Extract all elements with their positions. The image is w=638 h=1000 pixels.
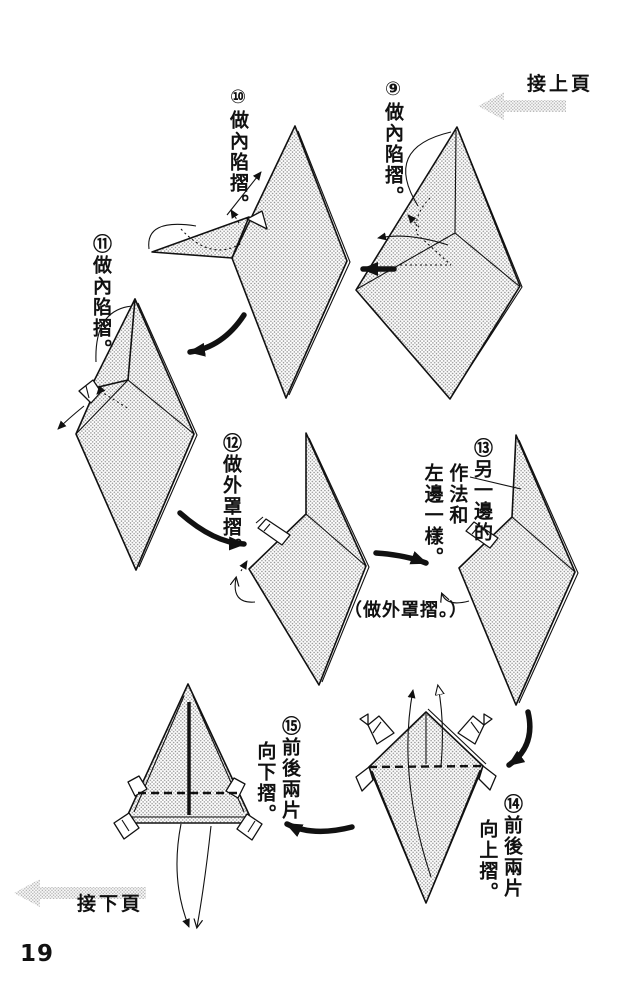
step-13-figure <box>442 434 579 706</box>
step-10-text: ⑩做內陷摺。 <box>227 86 249 215</box>
step-12-text: ⑫做外罩摺。 <box>220 433 242 559</box>
label-leader-line <box>469 476 522 490</box>
step-9-figure <box>355 126 523 400</box>
next-page-label: 接下頁 <box>77 893 144 915</box>
step-13-note: （做外罩摺。） <box>344 600 468 621</box>
fold-arrow <box>407 689 432 878</box>
transition-arrow-12-13 <box>373 550 429 566</box>
step-15-text-line1: ⑮前後兩片 <box>279 716 301 821</box>
step-12-figure <box>235 432 370 686</box>
step-14-figure <box>355 686 497 904</box>
step-11-figure <box>57 298 198 571</box>
step-13-label: ⑬另一邊的 作法和 左邊一樣。 <box>420 438 494 568</box>
push-arrow <box>239 560 248 572</box>
push-arrow <box>96 384 106 395</box>
transition-arrow-10-11 <box>187 312 247 357</box>
step-11-label: ⑪做內陷摺。 <box>88 234 113 360</box>
step-13-text-line2: 作法和 <box>446 463 469 526</box>
step-15-label: ⑮前後兩片 向下摺。 <box>253 716 302 825</box>
fold-arrow <box>226 171 262 216</box>
step-15-figure <box>113 683 263 928</box>
fold-arrow-back <box>197 825 212 927</box>
step-10-figure <box>148 125 351 399</box>
step-9-label: ⑨做內陷摺。 <box>380 78 405 207</box>
fold-arrow <box>57 405 85 430</box>
step-10-label: ⑩做內陷摺。 <box>225 86 250 215</box>
fold-arrow-back <box>438 686 442 767</box>
fold-arrow <box>442 594 470 604</box>
step-11-text: ⑪做內陷摺。 <box>90 234 112 360</box>
transition-arrow-11-12 <box>177 510 247 551</box>
step-13-text-line3: 左邊一樣。 <box>421 463 444 568</box>
fold-arrow <box>377 232 449 246</box>
step-15-text-line2: 向下摺。 <box>254 741 277 825</box>
fold-arrow <box>235 578 256 603</box>
step-13-text-line1: ⑬另一邊的 <box>471 438 493 543</box>
page-number: 19 <box>20 941 55 967</box>
transition-arrow-14-15 <box>284 821 355 837</box>
step-14-label: ⑭前後兩片 向上摺。 <box>475 794 524 903</box>
prev-page-label: 接上頁 <box>527 73 594 95</box>
step-9-text: ⑨做內陷摺。 <box>382 78 404 207</box>
transition-arrow-13-14 <box>506 709 533 768</box>
step-12-label: ⑫做外罩摺。 <box>218 433 243 559</box>
fold-arrow <box>176 823 190 928</box>
prev-page-arrow-icon <box>478 92 566 120</box>
next-page-arrow-icon <box>14 879 146 907</box>
step-14-text-line2: 向上摺。 <box>476 819 499 903</box>
step-14-text-line1: ⑭前後兩片 <box>501 794 523 899</box>
